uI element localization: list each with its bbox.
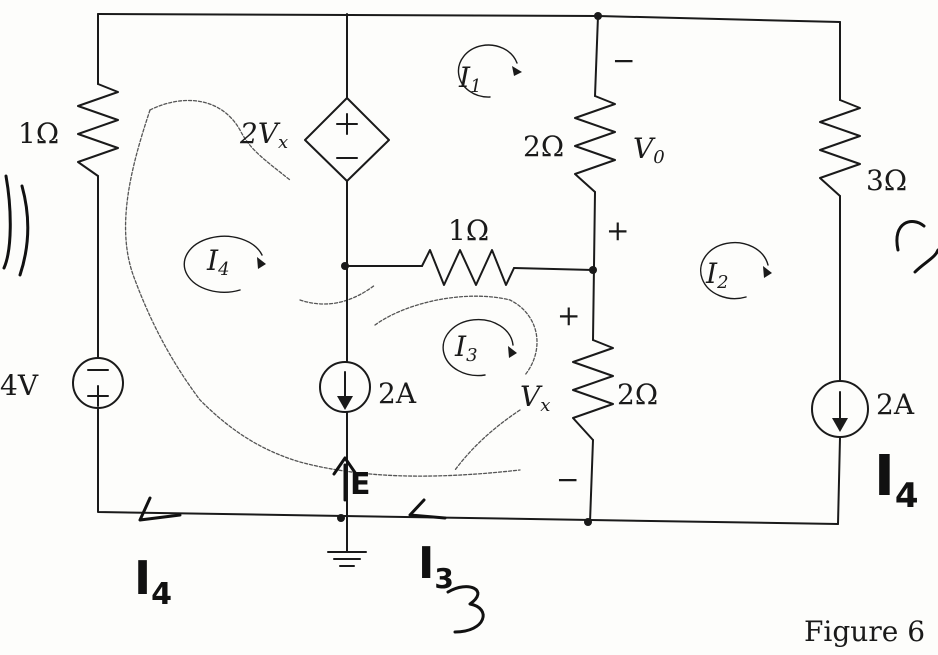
r3-label: 3Ω [866, 164, 907, 197]
pencil-sketch [124, 99, 538, 477]
dependent-voltage-source [304, 97, 390, 182]
v0-label: V0 [633, 132, 665, 168]
hand-i4-right: I4 [874, 444, 919, 516]
r2-top-label: 2Ω [523, 130, 564, 163]
current-source-2a-right [811, 380, 869, 438]
current-source-left-label: 2A [378, 377, 417, 410]
hand-mark-e: E [350, 467, 371, 502]
current-source-2a-left [319, 361, 371, 413]
loop-i2-label: I2 [705, 257, 729, 293]
hand-i3-bottom: I3 [418, 538, 454, 595]
r2-bottom-label: 2Ω [617, 378, 658, 411]
v0-minus: − [612, 44, 635, 77]
loop-i4-label: I4 [206, 244, 230, 280]
handwritten-annotations [2, 174, 938, 634]
resistor-2ohm-bottom [572, 339, 614, 441]
loop-i4-arrow [183, 235, 266, 293]
resistor-1ohm-left [77, 83, 119, 177]
resistor-3ohm [819, 99, 861, 197]
loop-i1-label: I1 [458, 61, 482, 97]
resistor-1ohm-middle [421, 249, 515, 286]
loop-i1-arrow [457, 44, 522, 98]
vx-minus: − [556, 463, 579, 496]
voltage-source-label: 4V [0, 369, 39, 402]
r-mid-label: 1Ω [448, 214, 489, 247]
loop-i3-arrow [442, 318, 517, 377]
resistor-2ohm-top [574, 95, 616, 193]
dependent-source-label: 2Vx [239, 117, 288, 153]
ground-symbol [327, 551, 367, 567]
junction-dots [337, 12, 602, 526]
loop-i3-label: I3 [454, 330, 478, 366]
r1-label: 1Ω [18, 117, 59, 150]
wires [97, 13, 841, 553]
current-source-right-label: 2A [876, 388, 915, 421]
voltage-source-4v [72, 357, 124, 409]
vx-label: Vx [520, 380, 550, 416]
hand-i4-bottom: I4 [134, 551, 172, 612]
loop-i2-arrow [700, 241, 772, 300]
v0-plus: + [606, 214, 629, 247]
vx-plus: + [557, 299, 580, 332]
figure-caption: Figure 6 [804, 615, 925, 648]
